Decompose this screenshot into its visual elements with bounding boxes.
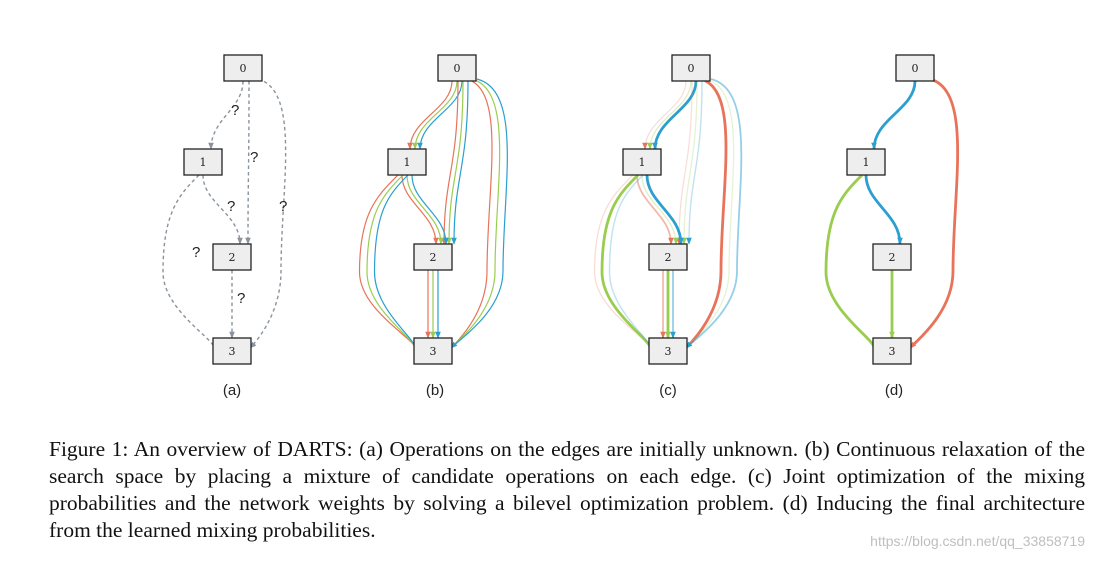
- panel-label-c: (c): [659, 382, 677, 399]
- node-label-d-1: 1: [863, 156, 870, 169]
- edge-d-1-2-0: [864, 174, 903, 245]
- node-label-b-3: 3: [430, 345, 437, 358]
- edge-b-0-1-1: [412, 80, 458, 150]
- edge-c-0-1-0: [642, 80, 687, 150]
- node-c-2: [648, 243, 688, 271]
- edge-b-1-3-1: [366, 174, 421, 350]
- node-c-0: [671, 54, 711, 82]
- edge-b-1-3-0: [358, 174, 421, 350]
- edge-a-1-3-0: [162, 174, 220, 350]
- panel-d: 0 1 2 3 (d): [824, 54, 960, 399]
- node-label-b-2: 2: [430, 251, 437, 264]
- node-label-b-1: 1: [404, 156, 411, 169]
- edge-c-0-1-1: [647, 80, 692, 150]
- panel-label-d: (d): [885, 382, 903, 399]
- edge-b-1-2-2: [411, 174, 449, 245]
- node-a-0: [223, 54, 263, 82]
- edge-a-1-2-0: [202, 174, 243, 245]
- edge-c-0-3-1: [685, 78, 735, 349]
- edge-c-0-3-0: [685, 77, 728, 349]
- node-d-3: [872, 337, 912, 365]
- node-a-3: [212, 337, 252, 365]
- watermark: https://blog.csdn.net/qq_33858719: [870, 533, 1085, 549]
- panel-c: 0 1 2 3 (c): [593, 54, 743, 399]
- edge-b-0-3-0: [450, 78, 493, 349]
- edge-b-0-2-0: [441, 80, 459, 245]
- node-b-1: [387, 148, 427, 176]
- node-label-c-1: 1: [639, 156, 646, 169]
- node-d-0: [895, 54, 935, 82]
- node-a-1: [183, 148, 223, 176]
- edge-c-0-2-0: [676, 80, 693, 245]
- figure-caption: Figure 1: An overview of DARTS: (a) Oper…: [49, 437, 1085, 542]
- node-label-a-3: 3: [229, 345, 236, 358]
- edge-c-0-1-2: [652, 80, 698, 150]
- node-label-a-0: 0: [240, 62, 247, 75]
- node-b-3: [413, 337, 453, 365]
- node-label-d-0: 0: [912, 62, 919, 75]
- edge-label-a-2-3: ?: [237, 290, 245, 307]
- edge-a-0-1-0: [208, 80, 244, 150]
- edge-c-0-2-1: [681, 80, 698, 245]
- panel-label-b: (b): [426, 382, 444, 399]
- node-b-0: [437, 54, 477, 82]
- panel-label-a: (a): [223, 382, 241, 399]
- node-label-c-2: 2: [665, 251, 672, 264]
- edge-label-a-0-1: ?: [231, 102, 239, 119]
- node-c-3: [648, 337, 688, 365]
- edge-b-0-1-2: [417, 80, 463, 150]
- edge-d-1-3-0: [824, 174, 880, 350]
- node-label-b-0: 0: [454, 62, 461, 75]
- edge-b-0-2-2: [451, 80, 469, 245]
- edge-c-1-3-1: [600, 174, 656, 350]
- edge-d-0-1-0: [871, 80, 917, 150]
- edge-b-1-3-2: [373, 174, 421, 350]
- edge-label-a-1-3: ?: [192, 244, 200, 261]
- edge-d-0-3-0: [909, 77, 960, 349]
- edge-b-1-2-1: [406, 174, 444, 245]
- node-label-d-2: 2: [889, 251, 896, 264]
- edge-c-0-2-2: [686, 80, 703, 245]
- panel-b: 0 1 2 3 (b): [358, 54, 508, 399]
- edge-c-1-3-2: [608, 174, 656, 350]
- node-label-c-3: 3: [665, 345, 672, 358]
- edge-b-0-2-1: [446, 80, 464, 245]
- node-label-d-3: 3: [889, 345, 896, 358]
- node-d-2: [872, 243, 912, 271]
- edge-label-a-0-2: ?: [250, 149, 258, 166]
- edge-label-a-1-2: ?: [227, 198, 235, 215]
- edge-b-0-3-1: [450, 78, 501, 349]
- node-a-2: [212, 243, 252, 271]
- edge-b-0-1-0: [407, 80, 453, 150]
- edge-b-0-3-2: [450, 78, 508, 349]
- node-c-1: [622, 148, 662, 176]
- node-d-1: [846, 148, 886, 176]
- panel-a: ?????? 0 1 2 3 (a): [162, 54, 287, 399]
- edge-label-a-0-3: ?: [279, 198, 287, 215]
- edge-a-0-2-0: [245, 80, 251, 245]
- edge-c-1-2-2: [645, 174, 684, 245]
- node-label-c-0: 0: [688, 62, 695, 75]
- edge-b-1-2-0: [401, 174, 439, 245]
- edge-a-0-3-0: [249, 78, 287, 349]
- edge-c-1-2-0: [636, 174, 674, 245]
- edge-c-0-3-2: [685, 78, 743, 349]
- node-label-a-1: 1: [200, 156, 207, 169]
- edge-c-1-2-1: [641, 174, 679, 245]
- node-b-2: [413, 243, 453, 271]
- node-label-a-2: 2: [229, 251, 236, 264]
- darts-figure: ?????? 0 1 2 3 (a) 0 1 2 3 (b) 0 1 2 3 (c) 0 1 2 3 (d): [162, 54, 960, 399]
